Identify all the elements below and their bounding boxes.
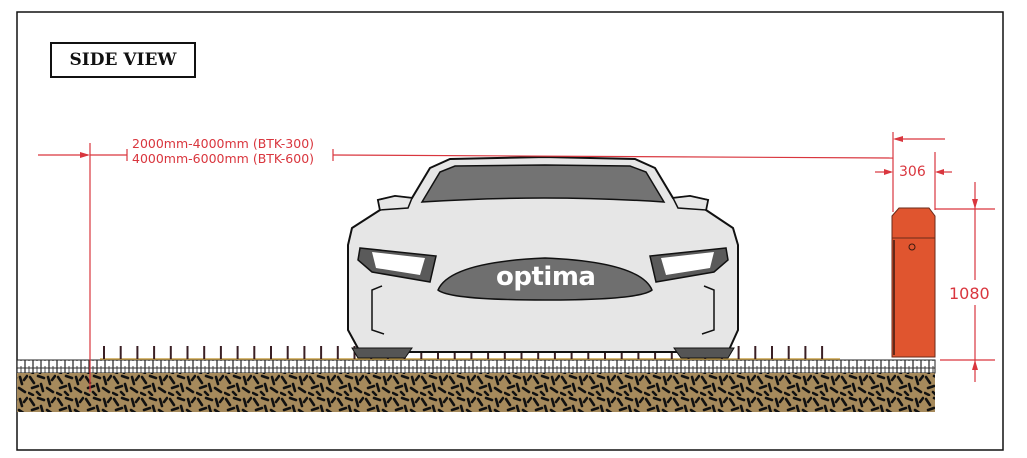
car-brand-logo: optima: [496, 262, 596, 292]
car-front-view: [347, 155, 739, 359]
btk-600-range: 4000mm-6000mm (BTK-600): [132, 151, 315, 166]
barrier-height-label: 1080: [949, 282, 990, 305]
dimension-lines: [38, 132, 995, 392]
clear-width-range-label: 2000mm-4000mm (BTK-300) 4000mm-6000mm (B…: [132, 136, 314, 166]
lock-icon: [908, 243, 916, 251]
btk-300-range: 2000mm-4000mm (BTK-300): [132, 136, 315, 151]
view-title: SIDE VIEW: [50, 42, 196, 78]
barrier-width-label: 306: [899, 164, 926, 180]
ground: [16, 346, 936, 412]
barrier-cabinet: [891, 207, 936, 358]
diagram-frame: [16, 11, 1004, 451]
